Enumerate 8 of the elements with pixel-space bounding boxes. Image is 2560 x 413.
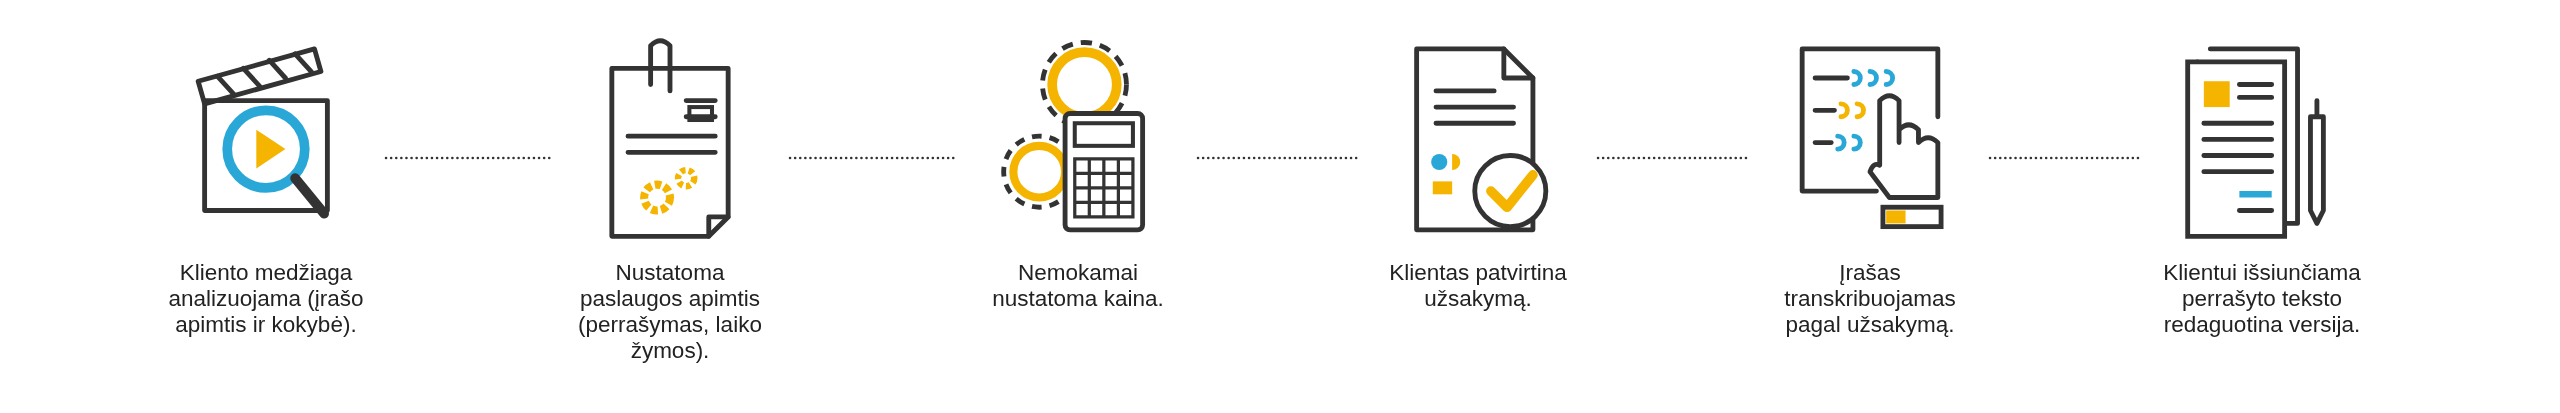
step-caption: Klientas patvirtina užsakymą. [1388, 260, 1568, 312]
step-caption: Kliento medžiaga analizuojama (įrašo apimtis ir kokybė). [167, 260, 365, 338]
dotted-connector [384, 156, 552, 160]
step-caption: Nemokamai nustatoma kaina. [991, 260, 1165, 312]
step-caption: Klientui išsiunčiama perrašyto teksto redaguotina versija. [2162, 260, 2362, 338]
dotted-connector [1196, 156, 1360, 160]
step-caption: Įrašas transkribuojamas pagal užsakymą. [1783, 260, 1957, 338]
step-caption: Nustatoma paslaugos apimtis (perrašymas, laiko žymos). [577, 260, 763, 364]
